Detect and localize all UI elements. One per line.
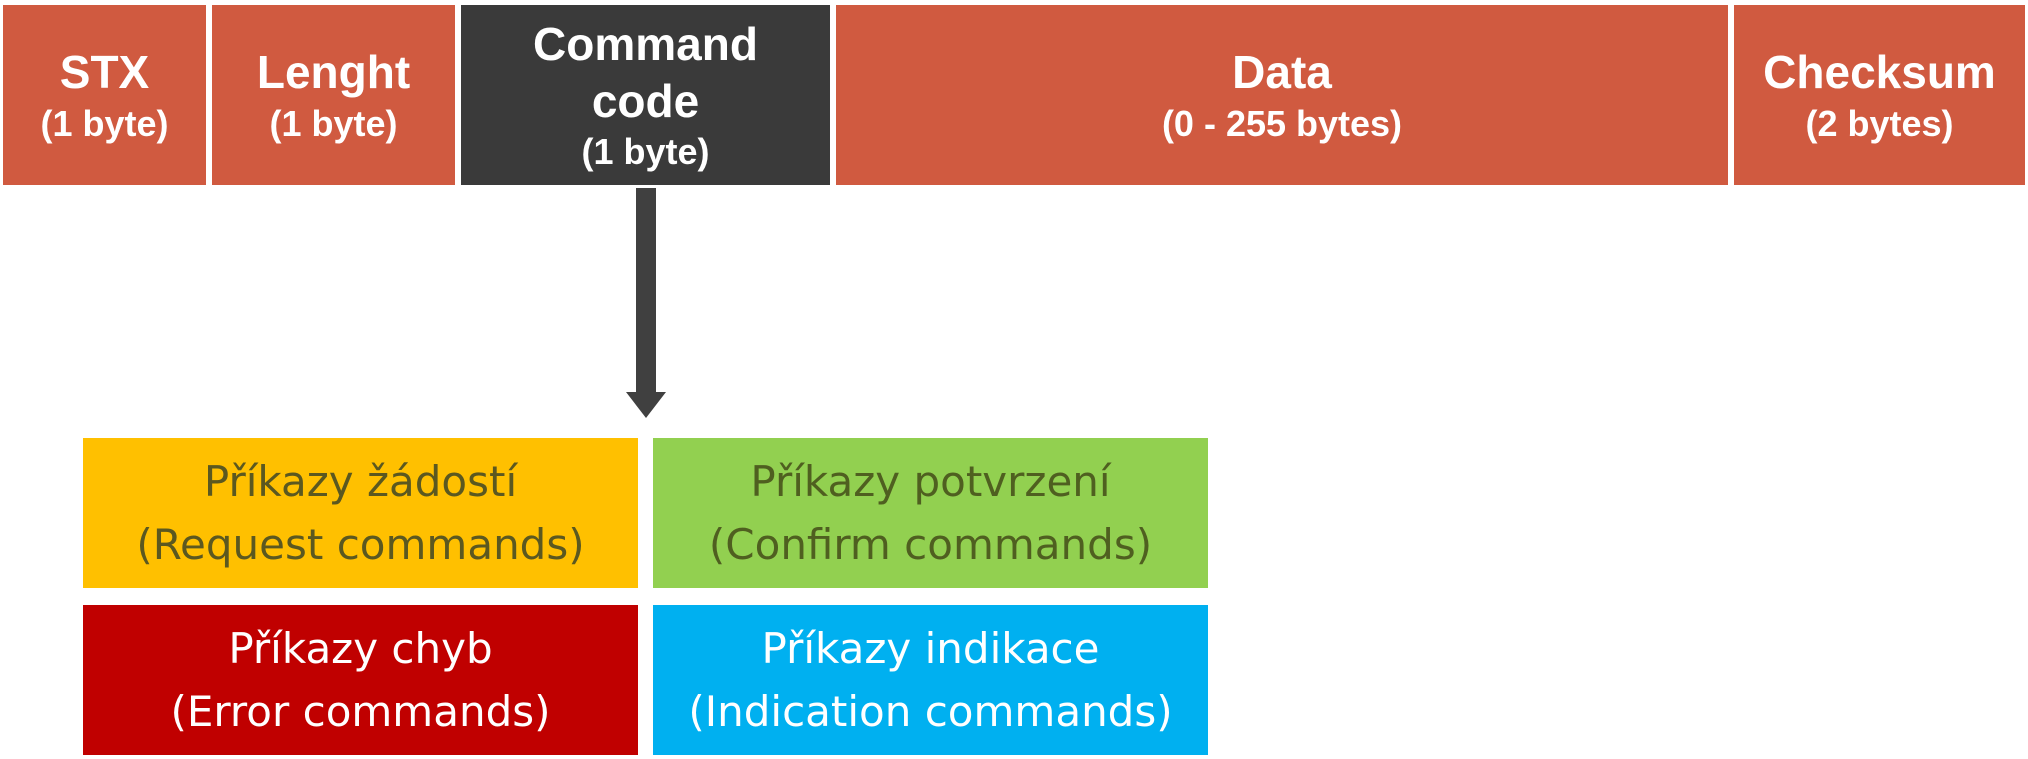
category-error: Příkazy chyb (Error commands) — [83, 605, 638, 755]
frame-field-data: Data (0 - 255 bytes) — [836, 5, 1728, 185]
field-size: (1 byte) — [269, 103, 398, 145]
category-title: Příkazy chyb — [228, 624, 493, 673]
field-name: STX — [59, 45, 150, 98]
category-title: Příkazy indikace — [761, 624, 1100, 673]
category-title: Příkazy žádostí — [203, 457, 518, 506]
category-request: Příkazy žádostí (Request commands) — [83, 438, 638, 588]
category-subtitle: (Error commands) — [170, 687, 551, 736]
field-size: (0 - 255 bytes) — [1161, 103, 1403, 145]
field-name: Checksum — [1763, 45, 1996, 98]
category-title: Příkazy potvrzení — [750, 457, 1111, 506]
category-confirm: Příkazy potvrzení (Confirm commands) — [653, 438, 1208, 588]
frame-field-checksum: Checksum (2 bytes) — [1734, 5, 2025, 185]
category-subtitle: (Indication commands) — [688, 687, 1173, 736]
category-indication: Příkazy indikace (Indication commands) — [653, 605, 1208, 755]
category-subtitle: (Confirm commands) — [708, 520, 1153, 569]
frame-field-stx: STX (1 byte) — [3, 5, 206, 185]
field-name: Lenght — [256, 45, 411, 98]
category-subtitle: (Request commands) — [136, 520, 585, 569]
field-size: (1 byte) — [581, 130, 710, 172]
field-name: Data — [1232, 45, 1332, 98]
frame-field-length: Lenght (1 byte) — [212, 5, 455, 185]
field-name-line2: code — [591, 74, 700, 127]
down-arrow-icon — [626, 188, 666, 418]
field-size: (2 bytes) — [1805, 103, 1954, 145]
frame-field-command-code: Command code (1 byte) — [461, 5, 830, 185]
field-size: (1 byte) — [40, 103, 169, 145]
field-name-line1: Command — [533, 18, 758, 71]
